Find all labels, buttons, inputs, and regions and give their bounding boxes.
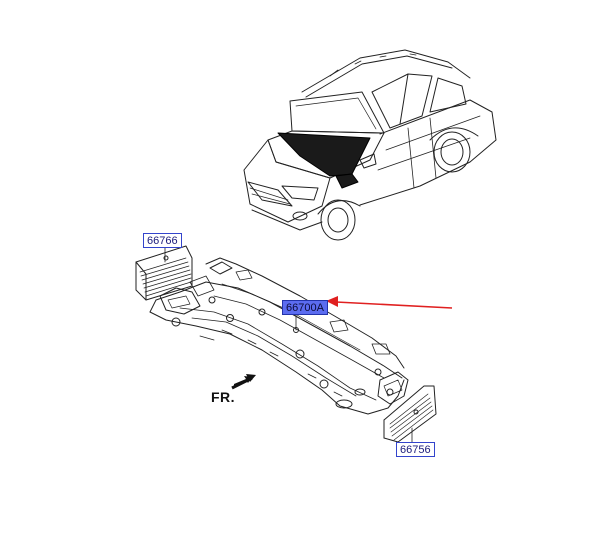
front-direction-arrow xyxy=(231,374,256,390)
front-direction-label: FR. xyxy=(211,389,236,405)
callout-part-66756[interactable]: 66756 xyxy=(396,442,435,457)
pointer-arrow xyxy=(326,296,453,309)
leader-lines xyxy=(164,245,413,443)
callout-part-66700a[interactable]: 66700A xyxy=(282,300,328,315)
insulator-pad-left xyxy=(135,245,193,301)
vehicle-illustration xyxy=(243,49,497,241)
insulator-pad-right xyxy=(383,385,437,443)
callout-part-66766[interactable]: 66766 xyxy=(143,233,182,248)
cowl-panel-assembly xyxy=(149,257,409,415)
